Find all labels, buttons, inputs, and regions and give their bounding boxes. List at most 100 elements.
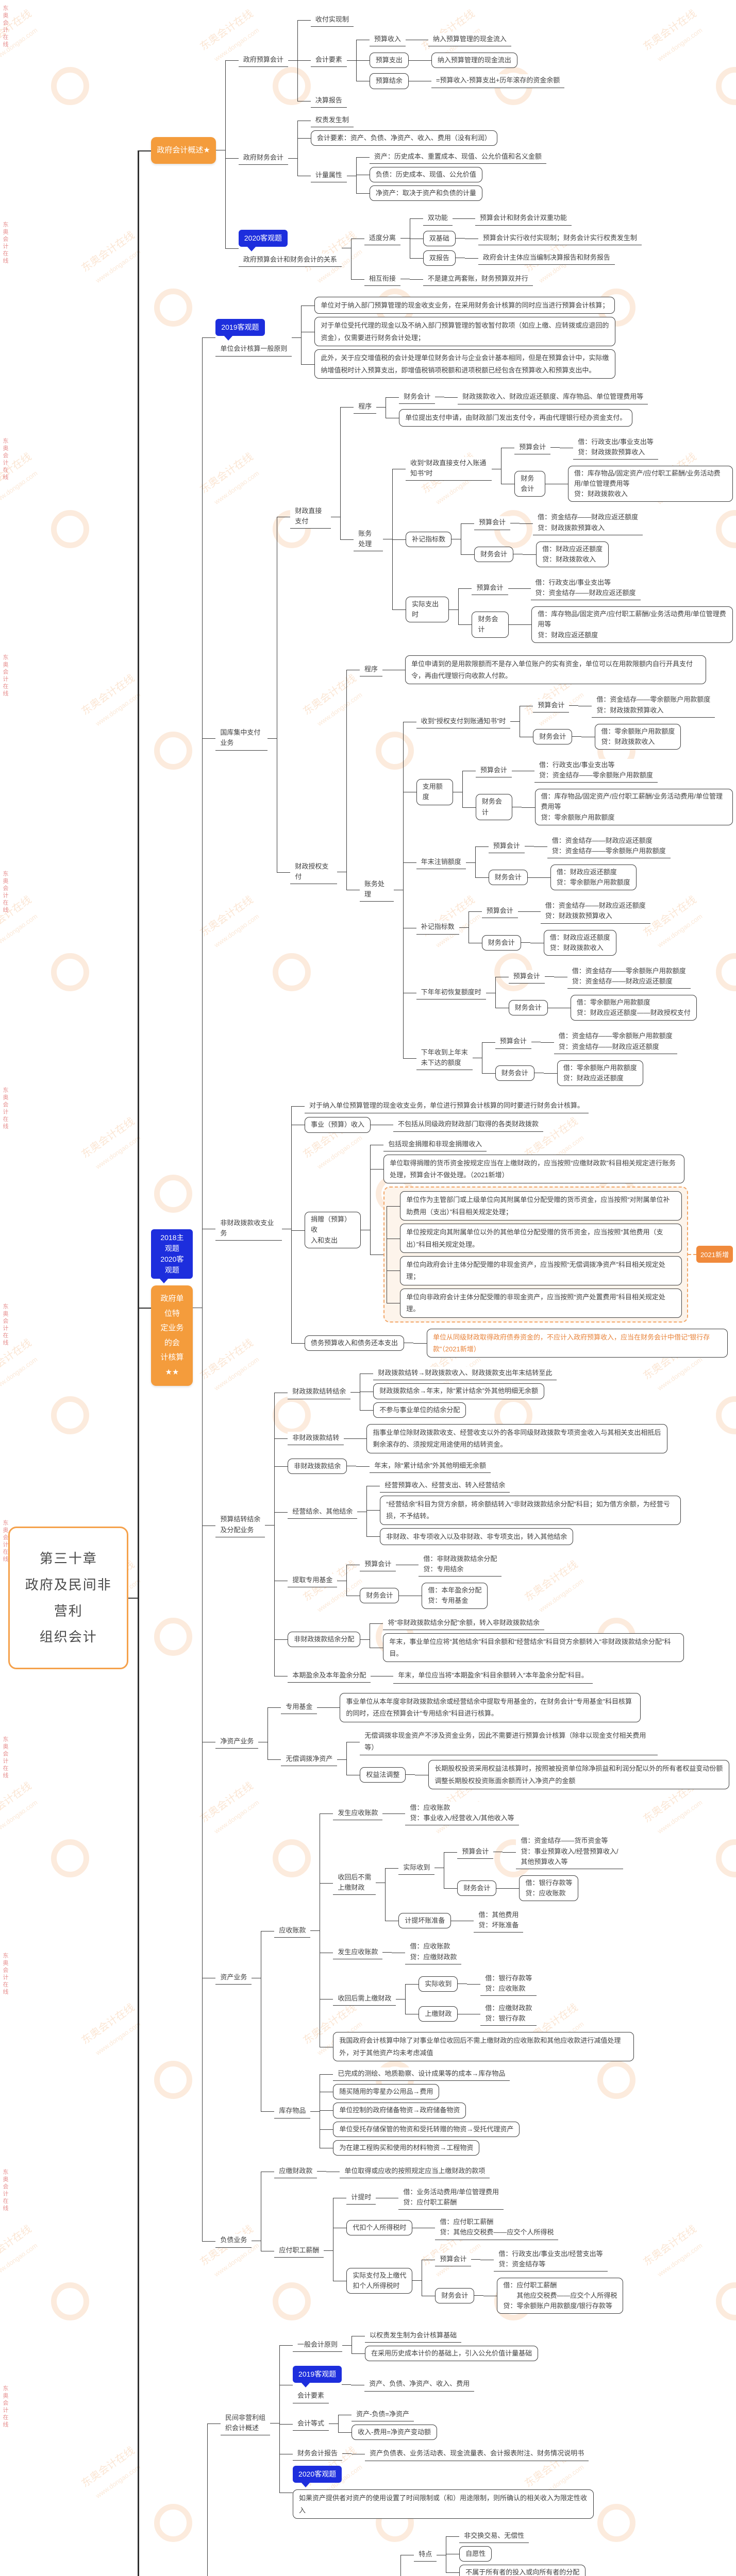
exam-badge[interactable]: 2019客观题 bbox=[293, 2366, 342, 2388]
mindmap-node[interactable]: 单位向政府会计主体分配受赠的非现金资产，应当按照“无偿调拨净资产”科目相关规定处… bbox=[400, 1256, 682, 1285]
mindmap-node[interactable]: 年末，单位应当将“本期盈余”科目余额转入“本年盈余分配”科目。 bbox=[393, 1668, 593, 1684]
mindmap-node[interactable]: 借：库存物品/固定资产/应付职工薪酬/业务活动费用/单位管理费用等 贷：财政应返… bbox=[531, 606, 733, 643]
mindmap-node[interactable]: 财政直接支付 bbox=[290, 505, 331, 529]
mindmap-node[interactable]: 借：应缴财政款 贷：银行存款 bbox=[480, 2002, 537, 2026]
mindmap-node[interactable]: 预算会计实行收付实现制；财务会计实行权责发生制 bbox=[478, 231, 642, 245]
mindmap-node[interactable]: 借：行政支出/事业支出等 贷：财政拨款预算收入 bbox=[573, 435, 658, 460]
mindmap-node[interactable]: 政府预算会计和财务会计的关系 bbox=[238, 253, 342, 267]
mindmap-node[interactable]: 下年年初恢复额度时 bbox=[416, 986, 486, 1000]
mindmap-node[interactable]: 一般会计原则 bbox=[293, 2338, 343, 2352]
mindmap-node[interactable]: 收入-费用=净资产变动额 bbox=[352, 2424, 437, 2440]
mindmap-node[interactable]: 此外，关于应交增值税的会计处理单位财务会计与企业会计基本相同，但是在预算会计中，… bbox=[314, 349, 616, 379]
mindmap-node[interactable]: 预算会计 bbox=[508, 970, 545, 984]
mindmap-node[interactable]: 财务会计 bbox=[475, 794, 512, 820]
mindmap-node[interactable]: 债务预算收入和债务还本支出 bbox=[304, 1335, 404, 1351]
mindmap-node[interactable]: 决算报告 bbox=[310, 94, 347, 108]
mindmap-node[interactable]: 计提时 bbox=[346, 2191, 376, 2205]
mindmap-node[interactable]: 借：非财政拨款结余分配 贷：专用结余 bbox=[419, 1552, 502, 1577]
mindmap-node[interactable]: 资产：历史成本、重置成本、现值、公允价值和名义金额 bbox=[369, 150, 546, 164]
mindmap-node[interactable]: 会计要素 bbox=[293, 2389, 329, 2403]
mindmap-node[interactable]: 预算会计 bbox=[360, 1558, 396, 1572]
mindmap-node[interactable]: 预算结转结余 及分配业务 bbox=[215, 1513, 265, 1537]
mindmap-node[interactable]: 政府预算会计 bbox=[238, 54, 288, 67]
mindmap-node[interactable]: 提取专用基金 bbox=[288, 1574, 338, 1588]
mindmap-node[interactable]: 借：其他费用 贷：坏账准备 bbox=[474, 1909, 524, 1933]
mindmap-node[interactable]: 借：银行存款等 贷：应收账款 bbox=[519, 1875, 579, 1902]
mindmap-node[interactable]: 收到“授权支付到账通知书”时 bbox=[416, 715, 511, 728]
mindmap-node[interactable]: 实际支付及上缴代 扣个人所得税时 bbox=[346, 2267, 413, 2294]
mindmap-node[interactable]: 非财政拨款收支业务 bbox=[215, 1217, 282, 1241]
mindmap-node[interactable]: 在采用历史成本计价的基础上，引入公允价值计量基础 bbox=[365, 2346, 539, 2362]
exam-badge[interactable]: 2019客观题 bbox=[215, 319, 265, 341]
mindmap-node[interactable]: “经营结余”科目为贷方余额，将余额结转入“非财政拨款结余分配”科目；如为借方余额… bbox=[380, 1495, 681, 1525]
mindmap-node[interactable]: 包括现金捐赠和非现金捐赠收入 bbox=[383, 1138, 487, 1151]
mindmap-node[interactable]: 会计等式 bbox=[293, 2417, 329, 2431]
mindmap-node[interactable]: 特点 bbox=[414, 2548, 437, 2562]
mindmap-node[interactable]: 财务会计 bbox=[481, 935, 521, 951]
mindmap-node[interactable]: 库存物品 bbox=[274, 2105, 311, 2119]
mindmap-node[interactable]: 预算会计 bbox=[457, 1845, 494, 1859]
new-2021-badge[interactable]: 2021新增 bbox=[696, 1246, 733, 1263]
mindmap-node[interactable]: 借：库存物品/固定资产/应付职工薪酬/业务活动费用/单位管理费用等 贷：财政拨款… bbox=[567, 465, 733, 502]
mindmap-node[interactable]: 借：资金结存——零余额账户用款额度 贷：财政拨款预算收入 bbox=[592, 693, 715, 718]
mindmap-node[interactable]: 预算会计 bbox=[514, 440, 551, 454]
exam-badge[interactable]: 2020客观题 bbox=[238, 229, 288, 251]
mindmap-node[interactable]: 借：行政支出/事业支出等 贷：资金结存——财政应返还额度 bbox=[530, 576, 641, 601]
main-branch-node[interactable]: 政府会计概述★ bbox=[151, 137, 216, 164]
mindmap-node[interactable]: 借：资金结存——财政应返还额度 贷：财政拨款预算收入 bbox=[533, 511, 643, 535]
mindmap-node[interactable]: 事业单位从本年度非财政拨款结余或经营结余中提取专用基金的，在财务会计“专用基金”… bbox=[340, 1692, 641, 1722]
mindmap-node[interactable]: 政府财务会计 bbox=[238, 151, 288, 165]
mindmap-node[interactable]: 预算会计 bbox=[488, 839, 525, 853]
mindmap-node[interactable]: 财务会计 bbox=[508, 1000, 548, 1016]
mindmap-node[interactable]: 无偿调拨非现金资产不涉及资金业务，因此不需要进行预算会计核算（除非以现金支付相关… bbox=[360, 1728, 658, 1756]
main-branch-node[interactable]: 政府单位特 定业务的会 计核算★★ bbox=[151, 1285, 193, 1386]
mindmap-node[interactable]: 双报告 bbox=[423, 250, 456, 266]
mindmap-node[interactable]: 财政授权支付 bbox=[290, 860, 337, 884]
mindmap-node[interactable]: 借：库存物品/固定资产/应付职工薪酬/业务活动费用/单位管理费用等 贷：零余额账… bbox=[534, 789, 733, 825]
mindmap-node[interactable]: 双基础 bbox=[423, 230, 456, 246]
mindmap-node[interactable]: 预算会计 bbox=[435, 2252, 472, 2266]
mindmap-node[interactable]: 双功能 bbox=[423, 212, 453, 226]
mindmap-node[interactable]: 年末注销额度 bbox=[416, 855, 466, 870]
mindmap-node[interactable]: 非财政、非专项收入以及非财政、非专项支出，转入其他结余 bbox=[380, 1528, 574, 1545]
mindmap-node[interactable]: 长期股权投资采用权益法核算时，按照被投资单位除净损益和利润分配以外的所有者权益变… bbox=[428, 1760, 730, 1790]
mindmap-node[interactable]: 借：本年盈余分配 贷：专用基金 bbox=[422, 1583, 488, 1609]
mindmap-node[interactable]: 非交换交易、无偿性 bbox=[459, 2530, 529, 2544]
mindmap-node[interactable]: 会计要素 bbox=[310, 54, 347, 67]
mindmap-node[interactable]: 借：财政应返还额度 贷：财政拨款收入 bbox=[543, 929, 616, 956]
mindmap-node[interactable]: 借：资金结存——零余额账户用款额度 贷：资金结存——财政应返还额度 bbox=[554, 1030, 677, 1054]
mindmap-node[interactable]: 财务会计 bbox=[514, 471, 545, 497]
mindmap-node[interactable]: 单位申请到的是用款限额而不是存入单位账户的实有资金，单位可以在用款限额内自行开具… bbox=[405, 655, 706, 685]
mindmap-node[interactable]: 财务会计 bbox=[472, 612, 509, 638]
mindmap-node[interactable]: 财政拨款结转结余 bbox=[288, 1385, 351, 1399]
mindmap-node[interactable]: 不属于所有者的投入或向所有者的分配 bbox=[459, 2565, 586, 2576]
mindmap-node[interactable]: 财务会计 bbox=[533, 728, 573, 744]
mindmap-node[interactable]: 为在建工程购买和使用的材料物资→工程物资 bbox=[333, 2140, 480, 2156]
exam-badge[interactable]: 2020客观题 bbox=[293, 2466, 342, 2488]
mindmap-node[interactable]: 非财政拨款结转 bbox=[288, 1432, 344, 1446]
mindmap-node[interactable]: 借：应付职工薪酬 贷：其他应交税费——应交个人所得税 bbox=[435, 2216, 559, 2240]
mindmap-node[interactable]: 年末，事业单位应将“其他结余”科目余额和“经营结余”科目贷方余额转入“非财政拨款… bbox=[383, 1633, 684, 1663]
mindmap-node[interactable]: 捐赠（预算）收 入和支出 bbox=[304, 1212, 361, 1248]
mindmap-node[interactable]: 以权责发生制为会计核算基础 bbox=[365, 2329, 462, 2343]
mindmap-node[interactable]: 财政拨款结转→财政拨款收入、财政拨款支出年末结转至此 bbox=[373, 1367, 557, 1381]
mindmap-node[interactable]: 对于纳入单位预算管理的现金收支业务，单位进行预算会计核算的同时要进行财务会计核算… bbox=[304, 1098, 589, 1114]
mindmap-node[interactable]: 预算会计 bbox=[475, 764, 512, 778]
mindmap-node[interactable]: 单位取得捐赠的货币资金按规定应当在上缴财政的，应当按照“应缴财政款”科目相关规定… bbox=[383, 1154, 685, 1184]
mindmap-node[interactable]: 非财政拨款结余分配 bbox=[288, 1631, 361, 1648]
mindmap-node[interactable]: 程序 bbox=[354, 400, 377, 414]
mindmap-node[interactable]: 财务会计 bbox=[474, 546, 514, 562]
mindmap-node[interactable]: 资产、负债、净资产、收入、费用 bbox=[364, 2378, 475, 2392]
mindmap-node[interactable]: 财务会计 bbox=[457, 1880, 497, 1896]
mindmap-node[interactable]: 收到“财政直接支付入账通知书”时 bbox=[406, 456, 492, 481]
mindmap-node[interactable]: 借：零余额账户用款额度 贷：财政应返还额度——财政授权支付 bbox=[570, 995, 697, 1021]
mindmap-node[interactable]: 负债：历史成本、现值、公允价值 bbox=[369, 167, 482, 183]
mindmap-node[interactable]: 实际收到 bbox=[419, 1976, 458, 1992]
mindmap-node[interactable]: 收回后需上缴财政 bbox=[333, 1992, 396, 2006]
mindmap-node[interactable]: 财务会计 bbox=[488, 870, 528, 886]
mindmap-node[interactable]: 预算收入 bbox=[369, 33, 406, 47]
mindmap-node[interactable]: 发生应收账款 bbox=[333, 1945, 383, 1959]
mindmap-node[interactable]: 财务会计报告 bbox=[293, 2447, 343, 2461]
mindmap-node[interactable]: 上缴财政 bbox=[419, 2006, 458, 2022]
mindmap-node[interactable]: 借：资金结存——零余额账户用款额度 贷：资金结存——财政应返还额度 bbox=[567, 964, 691, 989]
